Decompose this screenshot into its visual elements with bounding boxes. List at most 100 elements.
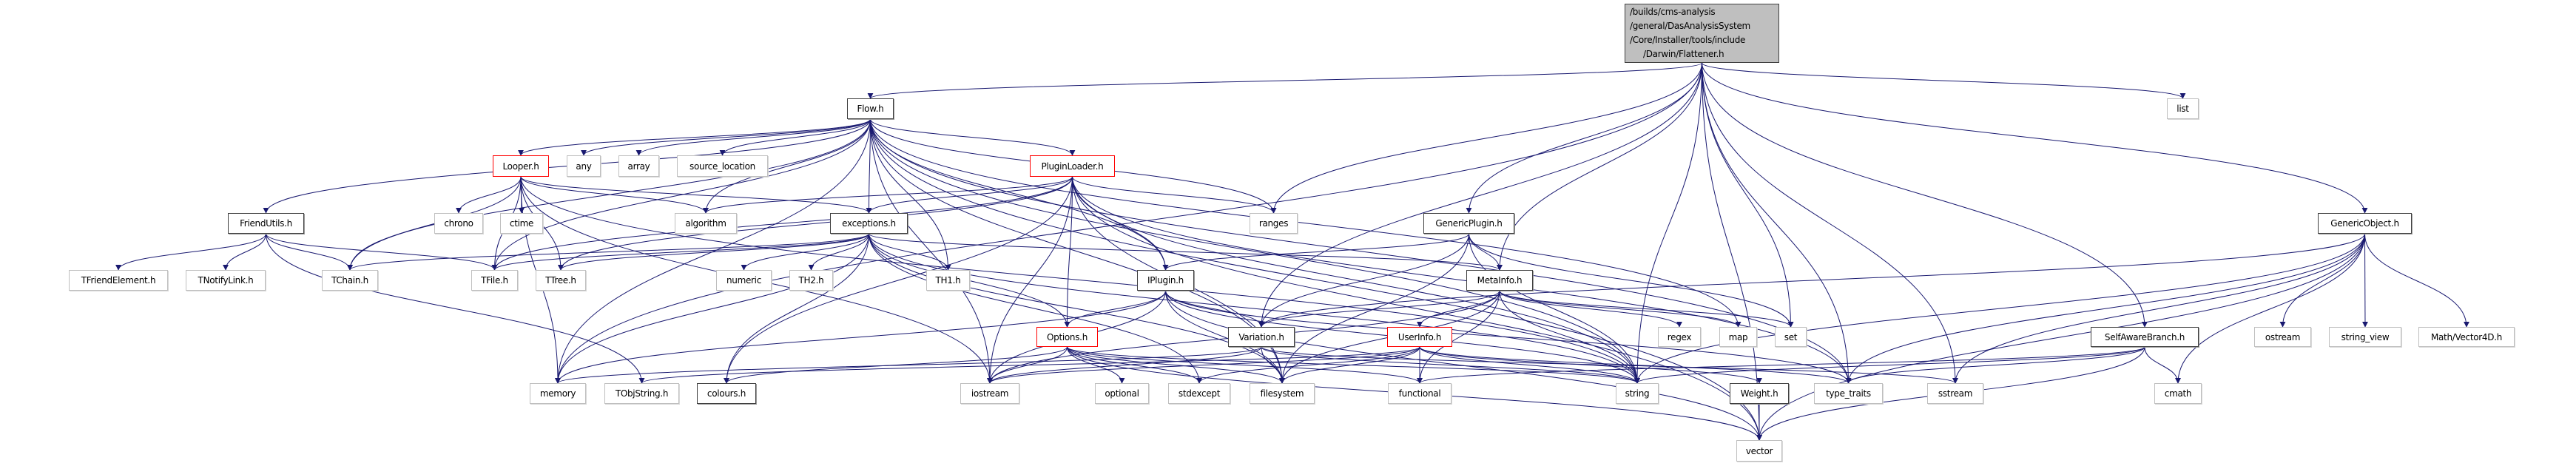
node-metainfo[interactable]: MetaInfo.h [1466, 270, 1533, 291]
node-exceptions[interactable]: exceptions.h [830, 213, 908, 234]
edge-MetaInfo-to-Variation [1258, 290, 1500, 328]
edge-GenericObject-to-type_traits [1845, 233, 2365, 384]
edge-GenericPlugin-to-Variation [1258, 233, 1469, 328]
edge-MetaInfo-to-UserInfo [1417, 290, 1500, 328]
root-path-line: /Core/Installer/tools/include [1630, 35, 1746, 45]
edge-root-to-memory [555, 62, 1702, 384]
node-string: string [1616, 383, 1659, 404]
edge-root-to-ranges [1270, 62, 1702, 214]
node-genericplugin[interactable]: GenericPlugin.h [1423, 213, 1514, 234]
edge-FriendUtils-to-TObjString [266, 233, 645, 384]
edge-Looper-to-algorithm [520, 176, 709, 214]
node-list: list [2167, 98, 2199, 119]
edge-PluginLoader-to-Options [1064, 176, 1073, 328]
node-type-traits: type_traits [1814, 383, 1883, 404]
node-th2: TH2.h [789, 270, 833, 291]
node-tnotifylink: TNotifyLink.h [186, 270, 266, 291]
edge-GenericObject-to-Variation [1258, 233, 2365, 328]
edge-Flow-to-memory [555, 118, 871, 384]
node-cmath: cmath [2154, 383, 2202, 404]
node-sstream: sstream [1927, 383, 1983, 404]
edge-PluginLoader-to-vector [1072, 176, 1762, 441]
edge-GenericObject-to-string [1634, 233, 2365, 384]
node-chrono: chrono [434, 213, 483, 234]
edge-MetaInfo-to-map [1499, 290, 1742, 328]
edge-GenericObject-to-vector [1756, 233, 2365, 441]
node-variation[interactable]: Variation.h [1228, 327, 1295, 347]
node-genericobject[interactable]: GenericObject.h [2318, 213, 2412, 234]
node-iplugin[interactable]: IPlugin.h [1137, 270, 1194, 291]
edge-Options-to-stdexcept [1067, 346, 1202, 384]
edge-SelfAwareBranch-to-string [1634, 346, 2145, 384]
edge-root-to-Flow [867, 62, 1702, 99]
edge-exceptions-to-string [869, 233, 1640, 384]
node-weight[interactable]: Weight.h [1730, 383, 1789, 404]
edge-GenericPlugin-to-filesystem [1279, 233, 1469, 384]
edge-GenericPlugin-to-MetaInfo [1469, 233, 1503, 271]
edge-root-to-GenericObject [1702, 62, 2368, 214]
root-file-node[interactable]: /builds/cms-analysis /general/DasAnalysi… [1625, 4, 1779, 63]
edge-exceptions-to-filesystem [869, 233, 1285, 384]
edge-PluginLoader-to-algorithm [703, 176, 1073, 214]
edge-Flow-to-vector [870, 118, 1762, 441]
node-friendutils[interactable]: FriendUtils.h [228, 213, 304, 234]
node-vector4d: Math/Vector4D.h [2418, 327, 2515, 347]
edge-Variation-to-iostream [987, 346, 1262, 384]
root-path-line: /Darwin/Flattener.h [1643, 49, 1724, 59]
edge-PluginLoader-to-ranges [1072, 176, 1277, 214]
node-array: array [618, 155, 659, 177]
edge-Flow-to-algorithm [703, 118, 871, 214]
node-ranges: ranges [1250, 213, 1298, 234]
edge-UserInfo-to-string [1419, 346, 1640, 384]
root-path-line: /general/DasAnalysisSystem [1630, 21, 1750, 31]
node-userinfo[interactable]: UserInfo.h [1387, 327, 1452, 347]
edge-GenericObject-to-ostream [2279, 233, 2365, 328]
node-flow[interactable]: Flow.h [847, 98, 894, 119]
edge-Options-to-optional [1067, 346, 1125, 384]
edge-FriendUtils-to-TChain [266, 233, 353, 271]
node-options[interactable]: Options.h [1036, 327, 1098, 347]
edge-PluginLoader-to-TFile [491, 176, 1073, 271]
node-selfawarebranch[interactable]: SelfAwareBranch.h [2091, 327, 2199, 347]
node-th1: TH1.h [926, 270, 970, 291]
node-ctime: ctime [500, 213, 543, 234]
edge-UserInfo-to-Weight [1419, 346, 1762, 384]
edge-root-to-type_traits [1702, 62, 1852, 384]
edge-Options-to-functional [1067, 346, 1423, 384]
edge-Variation-to-string [1261, 346, 1640, 384]
edge-PluginLoader-to-TTree [558, 176, 1073, 271]
edge-GenericPlugin-to-string [1469, 233, 1640, 384]
node-colours[interactable]: colours.h [697, 383, 756, 404]
node-tfile: TFile.h [471, 270, 518, 291]
edge-root-to-Variation [1258, 62, 1702, 328]
edge-GenericObject-to-string_view [2361, 233, 2368, 328]
node-pluginloader[interactable]: PluginLoader.h [1030, 155, 1115, 177]
edge-MetaInfo-to-set [1499, 290, 1794, 328]
node-stdexcept: stdexcept [1168, 383, 1230, 404]
edge-Flow-to-iostream [870, 118, 993, 384]
edge-PluginLoader-to-iostream [987, 176, 1073, 384]
node-looper[interactable]: Looper.h [493, 155, 549, 177]
edge-Variation-to-memory [555, 346, 1262, 384]
node-ttree: TTree.h [536, 270, 586, 291]
edge-GenericPlugin-to-IPlugin [1162, 233, 1469, 271]
edge-Variation-to-sstream [1261, 346, 1958, 384]
edge-UserInfo-to-TObjString [638, 346, 1420, 384]
edge-root-to-string [1634, 62, 1702, 384]
edge-PluginLoader-to-IPlugin [1072, 176, 1169, 271]
edge-MetaInfo-to-regex [1499, 290, 1682, 328]
edge-Looper-to-exceptions [520, 176, 872, 214]
node-iostream: iostream [960, 383, 1019, 404]
edge-FriendUtils-to-TNotifyLink [223, 233, 266, 271]
node-map: map [1719, 327, 1757, 347]
edge-IPlugin-to-Options [1064, 290, 1166, 328]
edge-Flow-to-TH1 [870, 118, 951, 271]
edge-exceptions-to-numeric [741, 233, 869, 271]
edge-root-to-SelfAwareBranch [1702, 62, 2148, 328]
edge-GenericObject-to-sstream [1952, 233, 2365, 384]
edge-root-to-set [1702, 62, 1794, 328]
node-regex: regex [1658, 327, 1701, 347]
node-tchain: TChain.h [322, 270, 378, 291]
node-filesystem: filesystem [1250, 383, 1315, 404]
edge-GenericObject-to-cmath [2175, 233, 2365, 384]
